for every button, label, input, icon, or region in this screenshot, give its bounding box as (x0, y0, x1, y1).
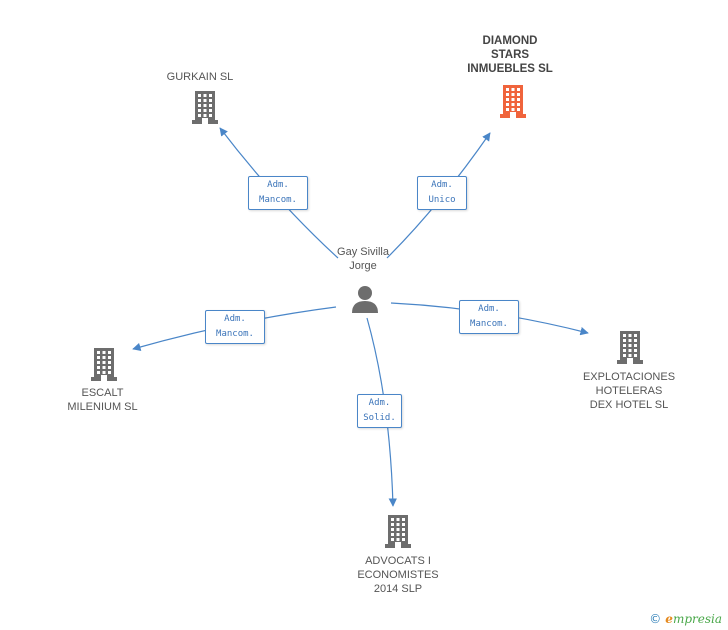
building-icon-diamond[interactable] (498, 84, 528, 118)
empresia-watermark[interactable]: ©empresia (649, 612, 722, 626)
company-label-gurkain[interactable]: GURKAIN SL (166, 71, 234, 83)
relation-label-gurkain[interactable]: Adm. Mancom. (248, 176, 308, 210)
relation-label-advocats[interactable]: Adm. Solid. (357, 394, 402, 428)
building-icon-escalt[interactable] (89, 347, 119, 381)
company-label-explotaciones[interactable]: EXPLOTACIONES HOTELERAS DEX HOTEL SL (582, 371, 676, 411)
person-name-line1: Gay Sivilla (337, 246, 389, 258)
person-name[interactable]: Gay Sivilla Jorge (318, 245, 408, 273)
brand-name: mpresia (672, 612, 722, 626)
copyright-icon: © (649, 612, 662, 626)
relation-label-explotaciones[interactable]: Adm. Mancom. (459, 300, 519, 334)
relation-label-diamond[interactable]: Adm. Unico (417, 176, 467, 210)
building-icon-gurkain[interactable] (190, 90, 220, 124)
building-icon-advocats[interactable] (383, 514, 413, 548)
company-label-escalt[interactable]: ESCALT MILENIUM SL (67, 387, 138, 413)
company-label-advocats[interactable]: ADVOCATS I ECONOMISTES 2014 SLP (357, 555, 439, 595)
person-name-line2: Jorge (349, 260, 377, 272)
person-icon[interactable] (351, 284, 379, 314)
brand-initial: e (665, 612, 673, 626)
relation-label-escalt[interactable]: Adm. Mancom. (205, 310, 265, 344)
building-icon-explotaciones[interactable] (615, 330, 645, 364)
company-label-diamond[interactable]: DIAMOND STARS INMUEBLES SL (467, 35, 553, 75)
